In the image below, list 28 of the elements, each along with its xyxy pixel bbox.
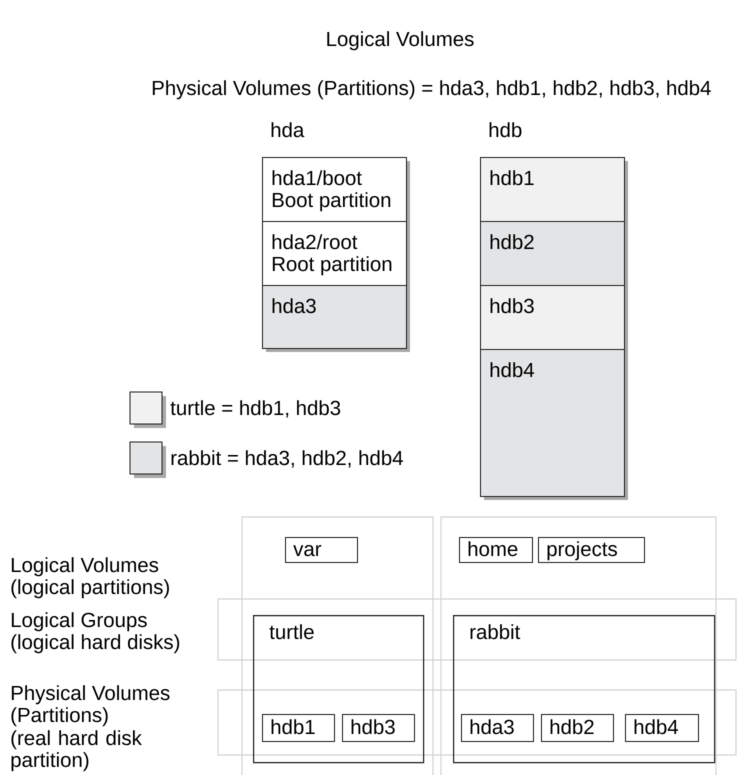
heading: Physical Volumes (Partitions) = hda3, hdb1, hdb2, hdb3, hdb4	[152, 80, 711, 100]
partition-box: hdb2	[480, 221, 625, 286]
row-label: (Partitions)	[11, 707, 108, 726]
title: Logical Volumes	[327, 31, 474, 50]
volume-box: var	[285, 537, 358, 563]
partition-box: hda2/root Root partition	[262, 221, 407, 286]
volume-box: home	[459, 537, 533, 563]
partition-box: hda1/boot Boot partition	[262, 157, 407, 222]
volume-box: hdb4	[625, 714, 699, 742]
partition-box: hdb3	[480, 285, 625, 350]
row-label: (logical partitions)	[11, 579, 169, 598]
node-label: hdb	[490, 122, 522, 138]
volume-box: hdb1	[262, 714, 335, 742]
legend-label: turtle = hdb1, hdb3	[170, 400, 340, 418]
node-label: hda	[272, 122, 304, 138]
partition-box: hdb1	[480, 157, 625, 222]
partition-box: hda3	[262, 285, 407, 349]
row-label: Logical Volumes	[12, 557, 158, 576]
volume-box: hdb3	[342, 714, 415, 742]
partition-box: hdb4	[480, 349, 625, 497]
volume-box: projects	[538, 537, 645, 563]
volume-box: hdb2	[541, 714, 614, 742]
legend-label: rabbit = hda3, hdb2, hdb4	[172, 450, 403, 468]
row-label: (logical hard disks)	[11, 634, 180, 654]
row-label: Physical Volumes	[12, 685, 170, 704]
volume-box: hda3	[461, 714, 534, 742]
row-label: (real hard disk partition)	[11, 730, 142, 772]
row-label: Logical Groups	[12, 612, 147, 632]
